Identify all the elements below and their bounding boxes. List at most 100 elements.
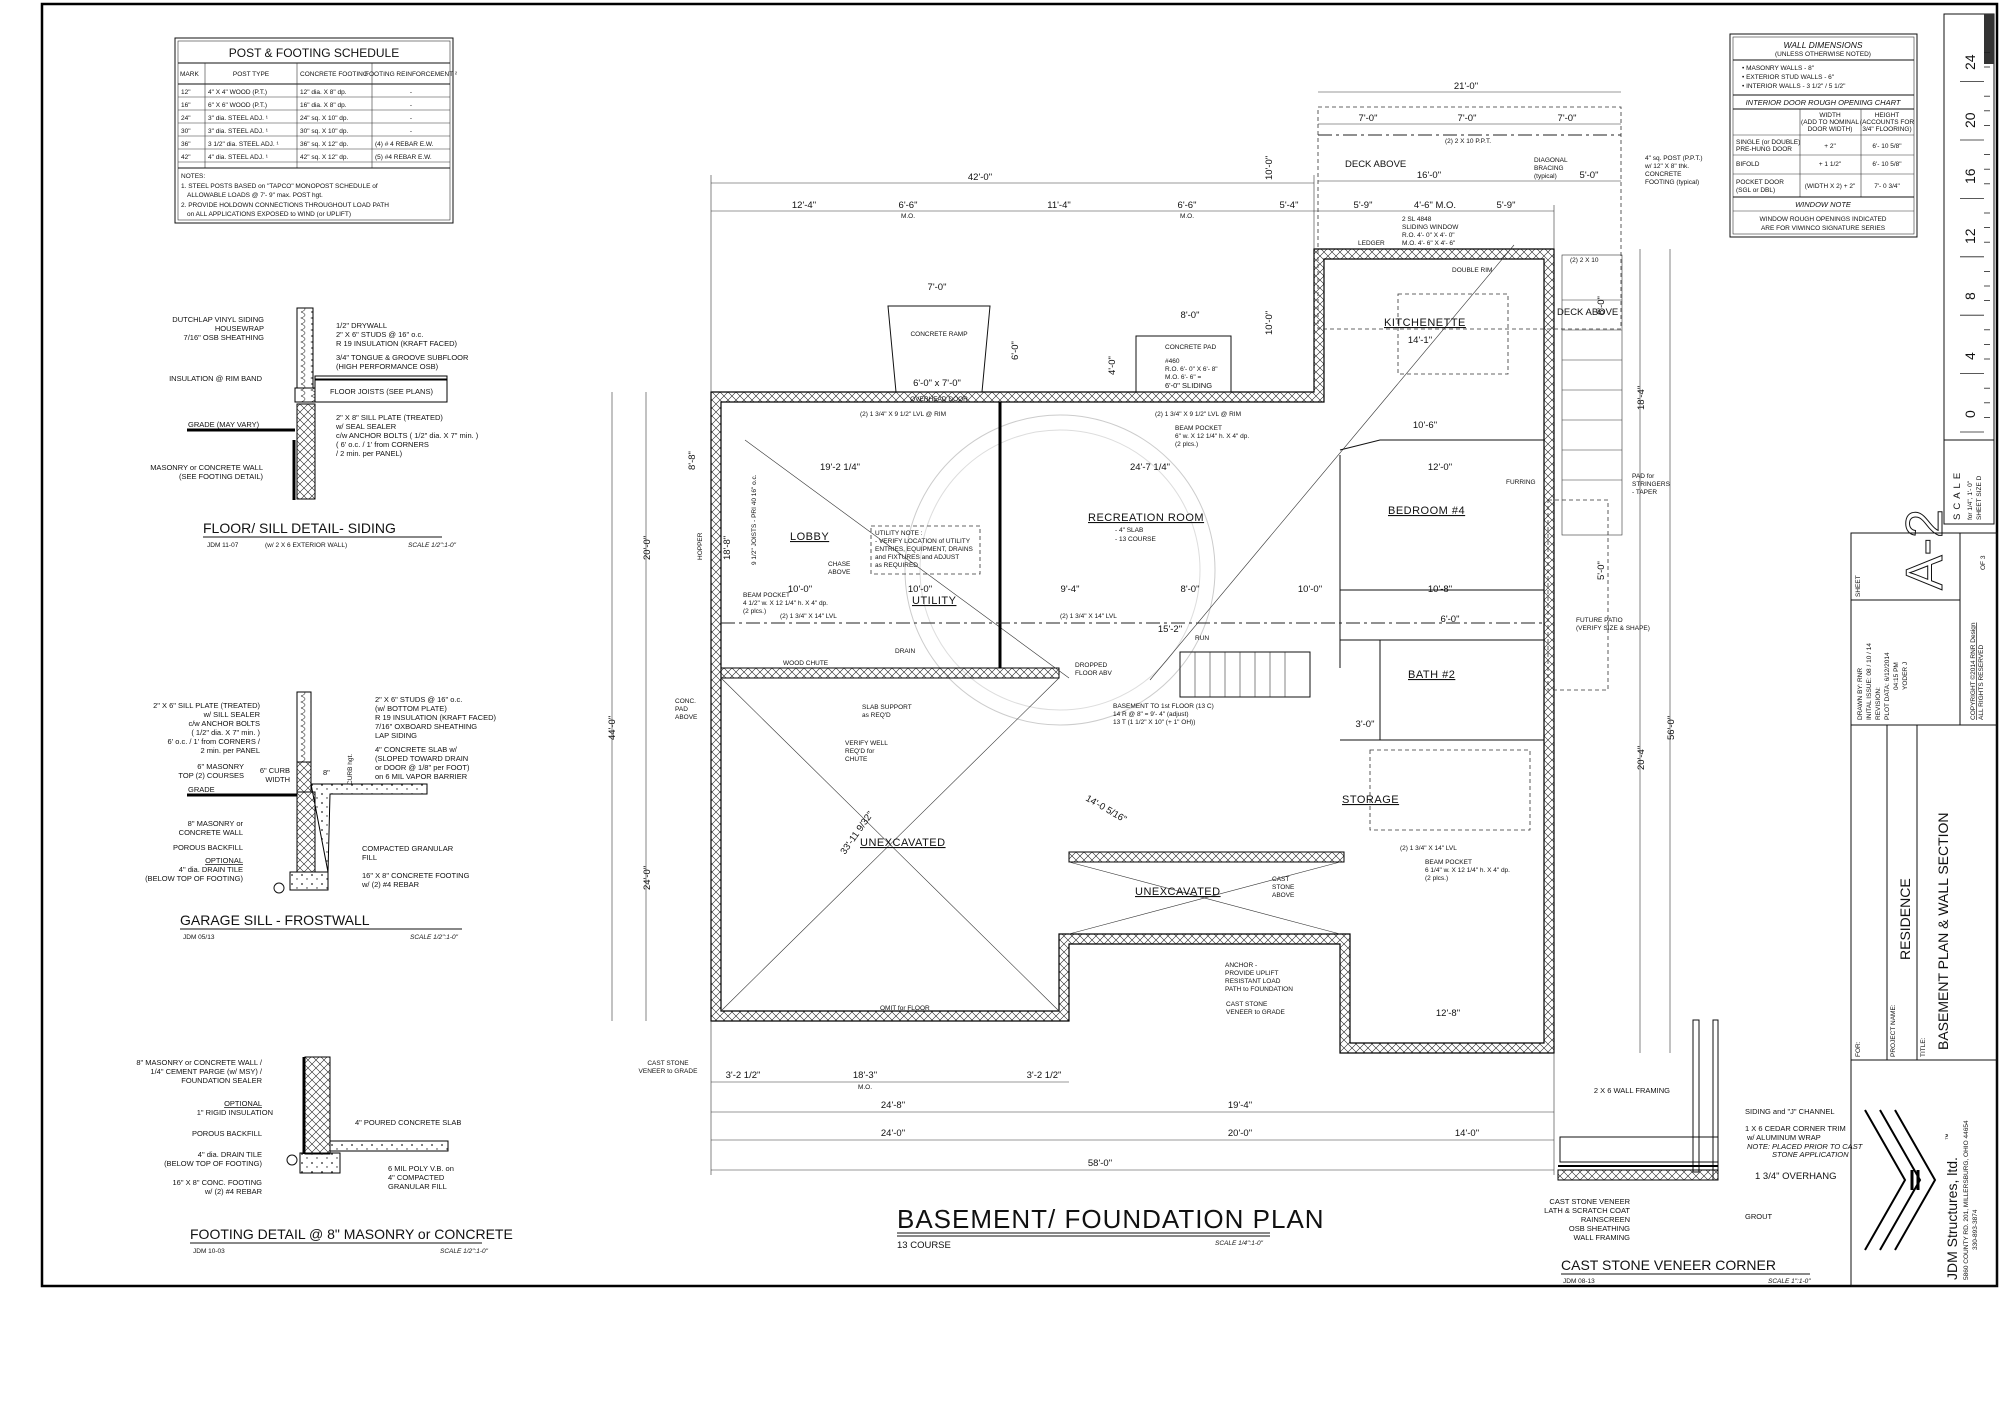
schedule-header: CONCRETE FOOTING <box>300 71 368 78</box>
callout: 7/16" OSB SHEATHING <box>184 333 265 342</box>
callout: (w/ BOTTOM PLATE) <box>375 704 447 713</box>
scale-tick-label: 8 <box>1962 292 1978 300</box>
svg-text:12'-0": 12'-0" <box>1428 462 1452 473</box>
svg-text:BIFOLD: BIFOLD <box>1736 161 1760 168</box>
schedule-note: 1. STEEL POSTS BASED on "TAPCO" MONOPOST… <box>181 183 378 190</box>
trademark: ™ <box>1945 1134 1952 1141</box>
schedule-note: on ALL APPLICATIONS EXPOSED to WIND (or … <box>187 211 351 218</box>
basement-plan: LOBBY UTILITY RECREATION ROOM - 4" SLAB … <box>607 81 1703 1251</box>
initial-issue: INITAL ISSUE: 08 / 10 / 14 <box>1866 643 1873 720</box>
plot-time: 04:15 PM <box>1893 662 1900 690</box>
svg-text:42'-0": 42'-0" <box>968 172 992 183</box>
svg-text:PAD for: PAD for <box>1632 473 1655 480</box>
callout: 4" COMPACTED <box>388 1173 445 1182</box>
room-recreation: RECREATION ROOM <box>1088 512 1204 524</box>
door-chart-header: DOOR WIDTH) <box>1808 126 1853 133</box>
window-note: ARE FOR VIWINCO SIGNATURE SERIES <box>1761 225 1886 232</box>
svg-text:9 1/2" JOISTS - PRI 40 16" o.c: 9 1/2" JOISTS - PRI 40 16" o.c. <box>751 474 758 565</box>
room-storage: STORAGE <box>1342 794 1399 806</box>
svg-text:19'-4": 19'-4" <box>1228 1100 1252 1111</box>
project-name: RESIDENCE <box>1897 878 1913 960</box>
footing-detail: 8" MASONRY or CONCRETE WALL / 1/4" CEMEN… <box>136 1056 513 1255</box>
callout: 6' o.c. / 1' from CORNERS / <box>168 737 261 746</box>
room-unexcavated: UNEXCAVATED <box>1135 886 1221 898</box>
callout: 16" X 8" CONC. FOOTING <box>172 1178 262 1187</box>
svg-text:- VERIFY LOCATION of UTILITY: - VERIFY LOCATION of UTILITY <box>875 538 971 545</box>
detail-scale: SCALE 1/2":1-0" <box>440 1248 489 1255</box>
svg-text:(2 plcs.): (2 plcs.) <box>1425 875 1448 882</box>
svg-text:6'-6": 6'-6" <box>1178 200 1197 211</box>
svg-text:24": 24" <box>181 115 191 122</box>
svg-text:10'-6": 10'-6" <box>1413 420 1437 431</box>
callout: GROUT <box>1745 1212 1773 1221</box>
schedule-note: ALLOWABLE LOADS @ 7'- 9" max. POST hgt. <box>187 192 323 199</box>
svg-text:3" dia. STEEL ADJ. ¹: 3" dia. STEEL ADJ. ¹ <box>208 115 269 122</box>
room-unexcavated: UNEXCAVATED <box>860 837 946 849</box>
svg-text:FUTURE PATIO: FUTURE PATIO <box>1576 617 1623 624</box>
callout: DUTCHLAP VINYL SIDING <box>172 315 264 324</box>
detail-subtitle: (w/ 2 X 6 EXTERIOR WALL) <box>265 542 347 549</box>
callout: 2" X 6" STUDS @ 16" o.c. <box>375 695 462 704</box>
callout: 1 X 6 CEDAR CORNER TRIM <box>1745 1124 1846 1133</box>
svg-text:as REQUIRED: as REQUIRED <box>875 562 918 569</box>
watermark <box>904 414 1216 726</box>
svg-text:(typical): (typical) <box>1534 173 1557 180</box>
table-row: 12"4" X 4" WOOD (P.T.)12" dia. X 8" dp.- <box>181 89 412 96</box>
room-kitchenette: KITCHENETTE <box>1384 317 1466 329</box>
svg-text:10'-0": 10'-0" <box>788 584 812 595</box>
svg-text:6'-0" x 7'-0": 6'-0" x 7'-0" <box>913 378 961 389</box>
svg-text:4'-6" M.O.: 4'-6" M.O. <box>1414 200 1456 211</box>
svg-text:REQ'D for: REQ'D for <box>845 748 875 755</box>
plot-data: PLOT DATA: 6/12/2014 <box>1884 652 1891 720</box>
svg-text:20'-0": 20'-0" <box>642 536 653 560</box>
callout: 2 X 6 WALL FRAMING <box>1594 1086 1670 1095</box>
svg-text:(2) 2 X 10: (2) 2 X 10 <box>1570 257 1599 264</box>
svg-text:+ 1 1/2": + 1 1/2" <box>1819 161 1842 168</box>
post-footing-schedule: POST & FOOTING SCHEDULE MARK POST TYPE C… <box>174 37 458 224</box>
svg-text:6'-6": 6'-6" <box>899 200 918 211</box>
detail-code: JDM 11-07 <box>207 542 239 549</box>
svg-text:6 1/4" w. X 12 1/4" h. X 4" dp: 6 1/4" w. X 12 1/4" h. X 4" dp. <box>1425 867 1510 874</box>
svg-text:12" dia. X 8" dp.: 12" dia. X 8" dp. <box>300 89 347 96</box>
svg-text:4 1/2" w. X 12 1/4" h. X 4" dp: 4 1/2" w. X 12 1/4" h. X 4" dp. <box>743 600 828 607</box>
room-bedroom: BEDROOM #4 <box>1388 505 1465 517</box>
svg-text:VERIFY WELL: VERIFY WELL <box>845 740 888 747</box>
sheet-border <box>40 2 1999 1288</box>
table-row: SINGLE (or DOUBLE)PRE-HUNG DOOR+ 2"6'- 1… <box>1736 139 1902 153</box>
callout: w/ ALUMINUM WRAP <box>1746 1133 1821 1142</box>
svg-text:5'-9": 5'-9" <box>1354 200 1373 211</box>
detail-code: JDM 10-03 <box>193 1248 225 1255</box>
svg-text:M.O.: M.O. <box>901 213 915 220</box>
svg-text:CAST STONE: CAST STONE <box>647 1060 689 1067</box>
svg-text:13 T (1 1/2" X 10" (+ 1" OH)): 13 T (1 1/2" X 10" (+ 1" OH)) <box>1113 719 1195 726</box>
svg-text:44'-0": 44'-0" <box>607 716 618 740</box>
svg-text:(VERIFY SIZE & SHAPE): (VERIFY SIZE & SHAPE) <box>1576 625 1650 632</box>
svg-text:58'-0": 58'-0" <box>1088 1158 1112 1169</box>
callout: w/ SILL SEALER <box>203 710 261 719</box>
svg-text:M.O. 6'- 6" =: M.O. 6'- 6" = <box>1165 374 1201 381</box>
svg-text:3'-2 1/2": 3'-2 1/2" <box>1027 1070 1062 1081</box>
callout: STONE APPLICATION <box>1772 1150 1849 1159</box>
svg-text:DROPPED: DROPPED <box>1075 662 1107 669</box>
svg-text:10'-0": 10'-0" <box>908 584 932 595</box>
svg-text:STRINGERS: STRINGERS <box>1632 481 1671 488</box>
svg-text:BEAM POCKET: BEAM POCKET <box>743 592 790 599</box>
svg-text:CONCRETE PAD: CONCRETE PAD <box>1165 344 1216 351</box>
scale-tick-label: 20 <box>1962 112 1978 128</box>
callout: 4" POURED CONCRETE SLAB <box>355 1118 461 1127</box>
svg-text:CAST: CAST <box>1272 876 1289 883</box>
callout: TOP (2) COURSES <box>178 771 244 780</box>
callout: 2 min. per PANEL <box>201 746 260 755</box>
svg-text:CONCRETE: CONCRETE <box>1645 171 1682 178</box>
svg-text:VENEER to GRADE: VENEER to GRADE <box>639 1068 699 1075</box>
wall-dimension-item: • INTERIOR WALLS - 3 1/2" / 5 1/2" <box>1742 83 1846 90</box>
svg-text:30": 30" <box>181 128 191 135</box>
detail-title: GARAGE SILL - FROSTWALL <box>180 912 370 928</box>
svg-text:SINGLE (or DOUBLE): SINGLE (or DOUBLE) <box>1736 139 1800 146</box>
svg-text:(2 plcs.): (2 plcs.) <box>743 608 766 615</box>
svg-text:M.O.: M.O. <box>1180 213 1194 220</box>
plan-labels: DECK ABOVE DECK ABOVE CONCRETE RAMP OVER… <box>639 138 1703 1075</box>
door-chart-header: (ADD TO NOMINAL <box>1801 119 1859 126</box>
